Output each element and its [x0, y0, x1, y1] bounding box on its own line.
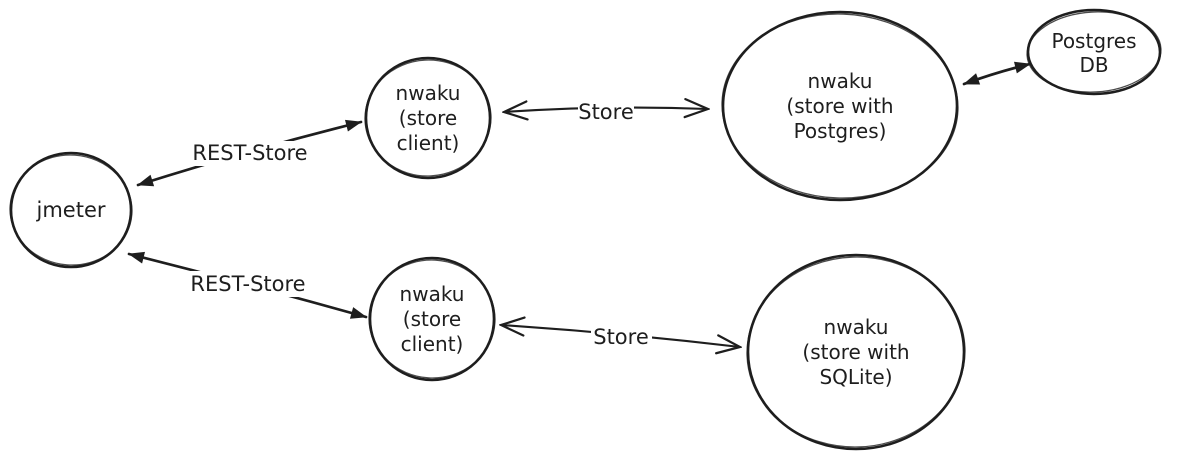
node-nwaku-store-postgres-shape [721, 10, 959, 202]
postgres-db-double-arrow [962, 61, 1032, 86]
node-postgres-db: Postgres DB [1026, 8, 1162, 96]
edge-store-bottom-label: Store [593, 325, 649, 349]
node-nwaku-store-client-top-label-line3: client) [397, 131, 460, 155]
edge-label-mask [184, 271, 313, 297]
node-nwaku-store-client-top: nwaku (store client) [364, 56, 492, 180]
edge-store-bottom: Store [501, 325, 740, 349]
node-nwaku-store-postgres-label-line2: (store with [786, 94, 893, 118]
node-jmeter-shape-echo [9, 154, 133, 266]
node-nwaku-store-postgres: nwaku (store with Postgres) [721, 10, 959, 202]
node-postgres-db-shape [1026, 8, 1162, 96]
edge-store-top: Store [504, 100, 708, 124]
node-nwaku-store-client-top-label-line2: (store [399, 106, 457, 130]
edge-rest-store-bottom: REST-Store [127, 251, 368, 319]
edge-postgres-db-link [962, 61, 1032, 86]
edge-label-mask [186, 141, 313, 166]
node-jmeter: jmeter [9, 151, 133, 269]
node-nwaku-store-sqlite-label-line1: nwaku [824, 315, 889, 339]
node-nwaku-store-postgres-shape-echo [721, 13, 959, 199]
edge-label-mask [591, 326, 652, 349]
node-postgres-db-label-line1: Postgres [1051, 29, 1136, 53]
node-jmeter-shape [9, 151, 133, 269]
node-nwaku-store-sqlite-shape-echo [746, 256, 966, 448]
node-nwaku-store-client-bottom-shape-echo [368, 259, 496, 379]
node-nwaku-store-client-bottom-label-line3: client) [401, 332, 464, 356]
node-nwaku-store-sqlite-label-line2: (store with [802, 340, 909, 364]
node-nwaku-store-client-top-label-line1: nwaku [396, 81, 461, 105]
node-jmeter-label: jmeter [36, 198, 106, 222]
node-postgres-db-label-line2: DB [1079, 53, 1108, 77]
node-nwaku-store-postgres-label-line3: Postgres) [794, 119, 887, 143]
node-nwaku-store-client-top-shape-echo [364, 59, 492, 177]
node-nwaku-store-sqlite-label-line3: SQLite) [819, 365, 892, 389]
edge-rest-store-top-label: REST-Store [192, 141, 307, 165]
edge-label-mask [578, 100, 634, 123]
edge-store-top-label: Store [578, 100, 634, 124]
node-nwaku-store-postgres-label-line1: nwaku [808, 69, 873, 93]
node-nwaku-store-sqlite: nwaku (store with SQLite) [746, 253, 966, 451]
node-nwaku-store-sqlite-shape [746, 253, 966, 451]
node-nwaku-store-client-bottom: nwaku (store client) [368, 256, 496, 382]
node-postgres-db-shape-echo [1026, 11, 1162, 93]
node-nwaku-store-client-bottom-label-line2: (store [403, 307, 461, 331]
node-nwaku-store-client-bottom-shape [368, 256, 496, 382]
edge-rest-store-top: REST-Store [136, 119, 363, 187]
edge-rest-store-bottom-label: REST-Store [190, 272, 305, 296]
node-nwaku-store-client-top-shape [364, 56, 492, 180]
node-nwaku-store-client-bottom-label-line1: nwaku [400, 282, 465, 306]
